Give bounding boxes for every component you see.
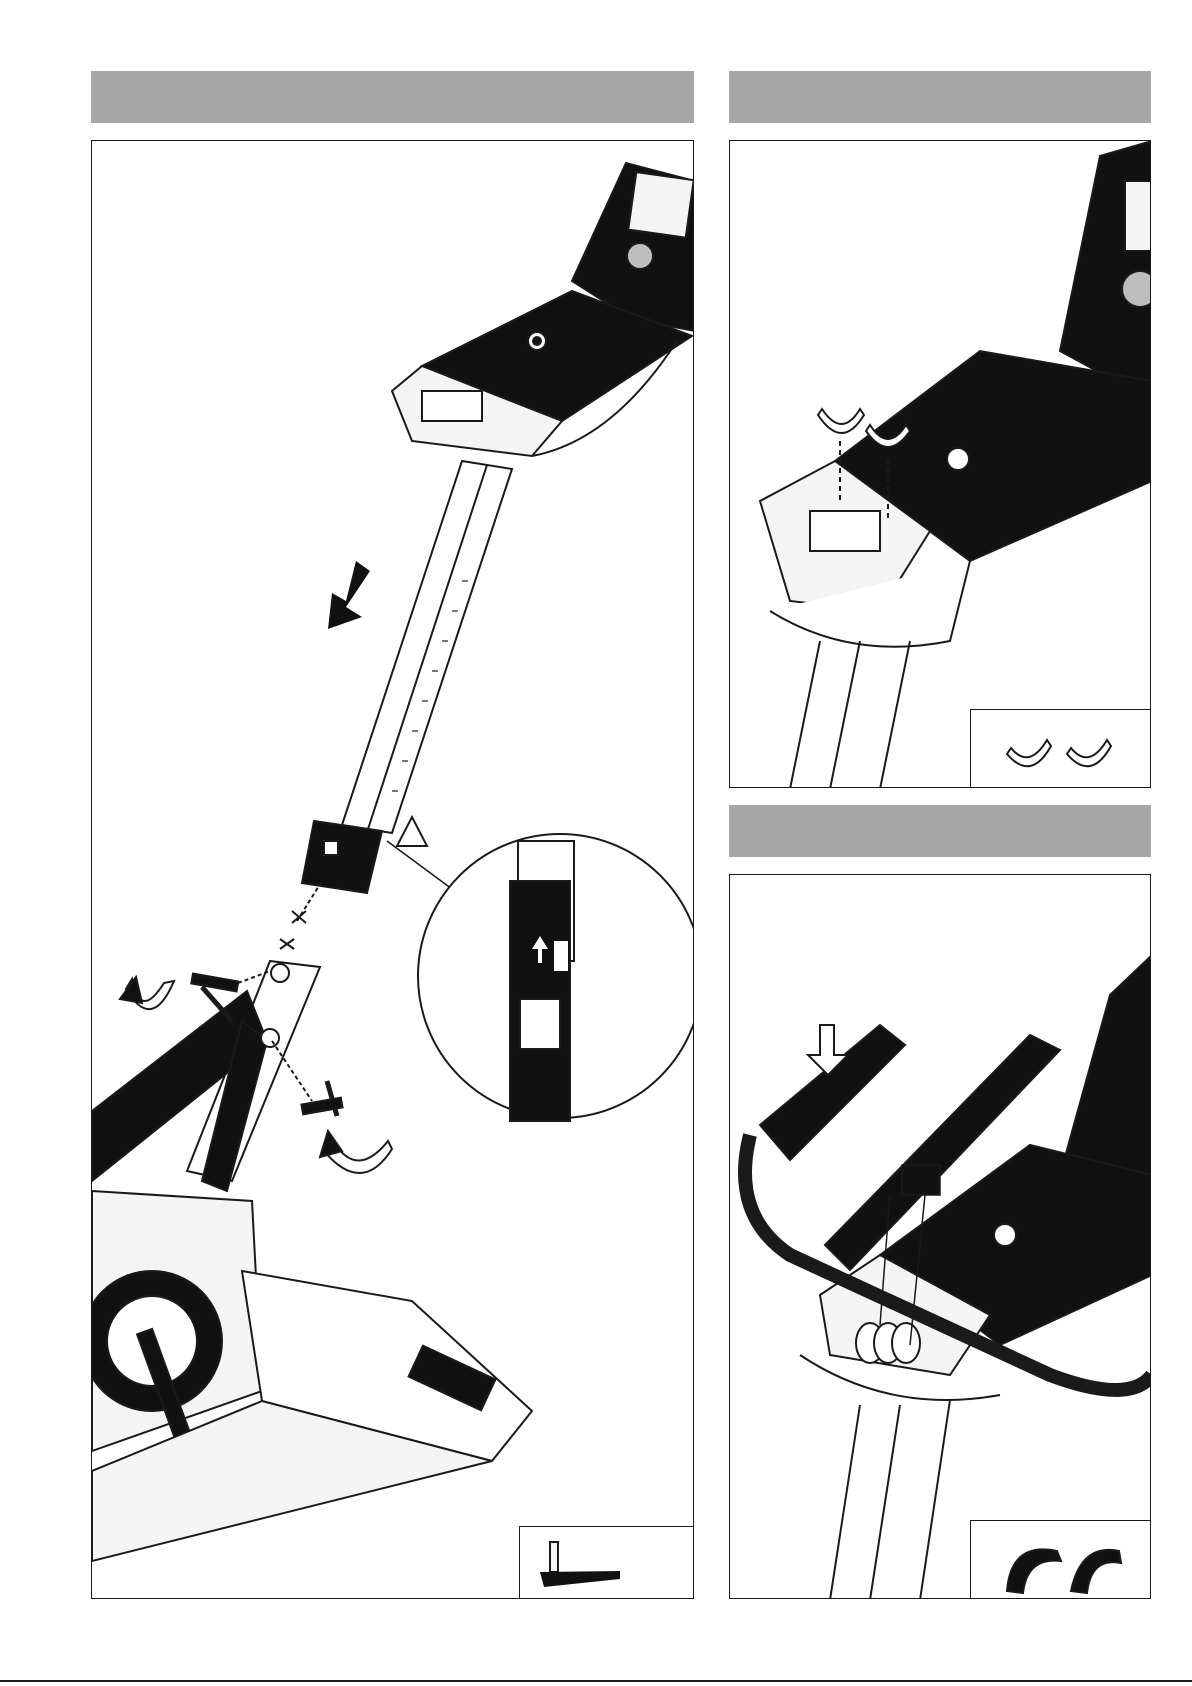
- down-left-arrow-icon: [328, 561, 370, 629]
- rotate-arrow-icon: [320, 1131, 392, 1173]
- assembly-illustration-bottom-right: [730, 875, 1151, 1599]
- assembly-illustration-left: [92, 141, 694, 1599]
- console-illustration: [392, 163, 694, 456]
- assembly-panel-left: [91, 140, 694, 1599]
- console-illustration: [760, 141, 1151, 788]
- parts-inset-left: [519, 1526, 694, 1599]
- assembly-panel-top-right: [729, 140, 1151, 788]
- half-sleeve-icon: [971, 1521, 1151, 1599]
- step-header-top-right: [729, 71, 1151, 123]
- step-header-left: [91, 71, 694, 123]
- parts-inset-top-right: [970, 709, 1151, 788]
- step-header-bottom-right: [729, 805, 1151, 857]
- detail-magnifier: [418, 834, 694, 1121]
- rotate-arrow-icon: [120, 977, 174, 1009]
- assembly-illustration-top-right: [730, 141, 1151, 788]
- bolt-part-icon: [520, 1527, 694, 1599]
- flywheel-housing-illustration: [92, 1191, 532, 1561]
- footer-rule: [0, 1680, 1192, 1682]
- screw-parts-illustration: [280, 881, 322, 949]
- warning-triangle-icon: [397, 817, 427, 846]
- parts-inset-bottom-right: [970, 1520, 1151, 1599]
- assembly-panel-bottom-right: [729, 874, 1151, 1599]
- half-shell-clip-icon: [971, 710, 1151, 788]
